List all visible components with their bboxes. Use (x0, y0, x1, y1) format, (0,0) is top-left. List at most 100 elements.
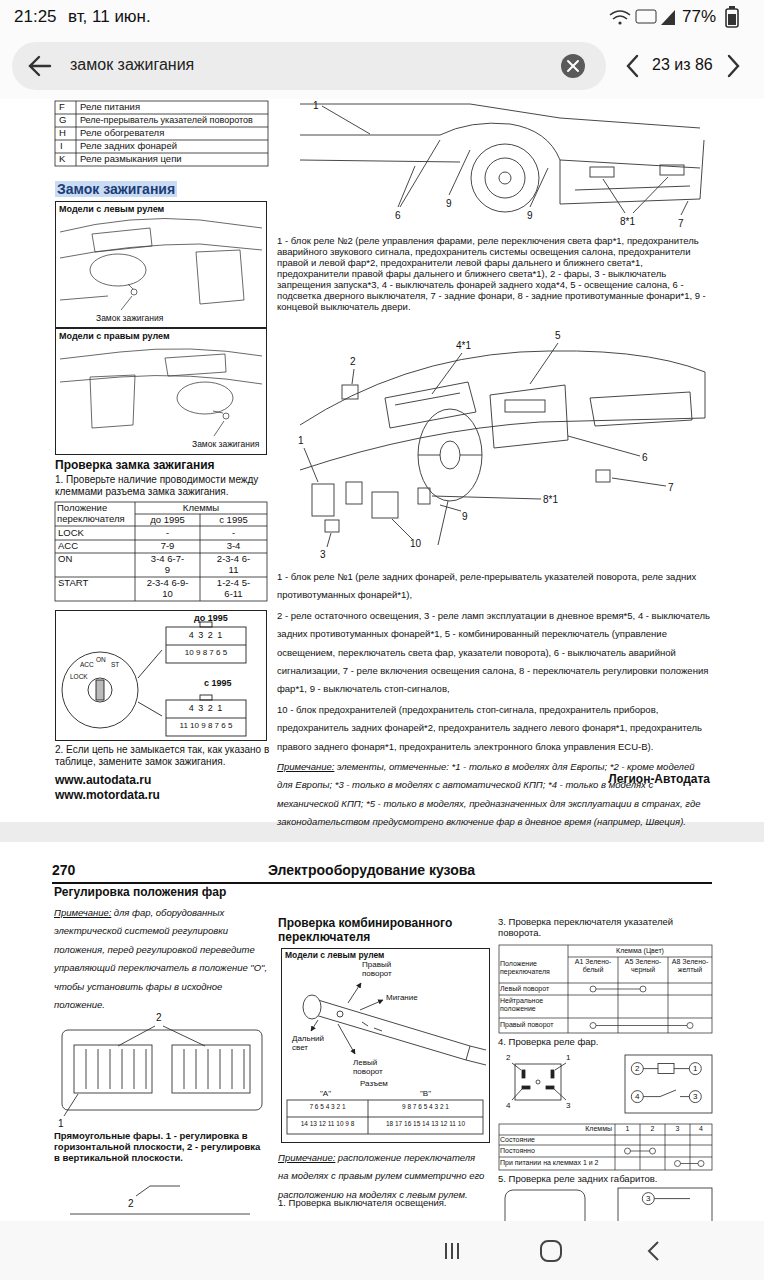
callout-number: 2 (350, 356, 356, 368)
panel-heading: до 1995 (194, 613, 228, 623)
dashboard-illustration-part (418, 409, 482, 501)
dashboard-illustration-part (490, 385, 568, 448)
table-cell: K (59, 154, 65, 165)
vehicle-rear-illustration-part (449, 150, 470, 195)
status-date: вт, 11 июн. (68, 7, 151, 27)
note-label: Примечание: (54, 907, 111, 918)
connector-name: "B" (420, 1089, 431, 1098)
table-cell: Нейтральное положение (500, 997, 566, 1013)
dashboard-sketch-left-hand-part (60, 219, 262, 233)
panel-label: Замок зажигания (192, 440, 259, 450)
callout-number: 9 (462, 511, 468, 523)
body-text: 2. Если цепь не замыкается так, как указ… (55, 744, 270, 767)
section-heading: Проверка комбинированного переключателя (278, 917, 488, 945)
relay-table-grid-part (55, 101, 268, 166)
status-time: 21:25 (14, 7, 57, 27)
callout-number: 6 (642, 452, 648, 464)
headlight-illustration-part (64, 1094, 78, 1116)
pin-numbers: 11 10 9 8 7 6 5 (168, 721, 244, 730)
search-toolbar (12, 42, 738, 90)
status-icons-part (636, 10, 656, 23)
callout-number: 1 (298, 435, 304, 447)
table-cell: Клеммы (135, 503, 267, 514)
vehicle-rear-illustration-part (530, 168, 548, 207)
dashboard-sketch-right-hand (60, 349, 262, 436)
pin-numbers: 14 13 12 11 10 9 8 (289, 1120, 366, 1127)
table-cell: ACC (58, 541, 78, 552)
page-number: 270 (52, 862, 75, 878)
connector-name: "A" (320, 1089, 331, 1098)
text-column: 1 - блок реле №1 (реле задних фонарей, р… (277, 566, 712, 831)
combination-switch-illustration-part (312, 1000, 470, 1060)
headlight-illustration-part (74, 1045, 152, 1093)
body-text: 3. Проверка переключателя указателей пов… (498, 917, 712, 939)
status-icons-part (726, 9, 738, 27)
ignition-table-grid-part (55, 502, 267, 601)
dashboard-illustration-part (440, 441, 460, 469)
panel-heading: замок зажигания (70, 56, 194, 74)
dashboard-illustration (300, 343, 705, 547)
relay-sketch-part (643, 1090, 689, 1097)
relay-sketch-part (546, 1086, 554, 1089)
vehicle-rear-illustration-part (398, 140, 440, 207)
table-cell: Клемма (Цвет) (568, 947, 712, 955)
callout-number: 2 (156, 1012, 162, 1024)
panel-heading: Модели с правым рулем (59, 331, 170, 341)
text-column: Примечание:для фар, оборудованных электр… (54, 902, 268, 1014)
table-cell: 3-4 (200, 541, 267, 552)
callout-number: 7 (678, 218, 684, 230)
direction-label: Левый поворот (353, 1058, 393, 1076)
relay-table-grid-part (55, 101, 268, 166)
relay-sketch-part (625, 1055, 712, 1113)
table-cell: Состояние (500, 1136, 535, 1144)
website: www.autodata.ru (55, 774, 151, 788)
connector-title: Разъем (360, 1079, 388, 1088)
table-cell: G (59, 115, 66, 126)
relay-table-grid-part (681, 1163, 699, 1164)
figure-caption: 1 - блок реле №1 (реле задних фонарей, р… (277, 571, 696, 600)
search-toolbar-part (628, 56, 738, 76)
table-cell: 7-9 (135, 541, 200, 552)
table-cell: - (135, 528, 200, 539)
relay-table-grid-part (698, 1161, 704, 1167)
table-cell: 2-3-4 6-9-10 (146, 578, 189, 600)
direction-label: Правый поворот (362, 960, 402, 978)
screen-background-part (0, 0, 764, 99)
turn-switch-table-grid-part (590, 1023, 596, 1029)
headlight-illustration-part (62, 1030, 262, 1110)
table-cell: Положение переключателя (500, 960, 566, 976)
headlight-illustration-part (86, 1049, 146, 1089)
relay-table-grid-part (631, 1151, 650, 1152)
search-toolbar-part (30, 57, 50, 75)
panel-label: Замок зажигания (96, 314, 163, 324)
dashboard-illustration-part (392, 519, 412, 539)
relay-table-grid-part (675, 1161, 681, 1167)
relay-sketch-part (536, 1080, 540, 1084)
note-label: Примечание: (277, 761, 334, 772)
turn-switch-table-grid-part (590, 986, 596, 992)
dashboard-illustration-part (312, 484, 334, 516)
table-cell: I (60, 141, 63, 152)
callout-number: 2 (128, 1198, 134, 1210)
relay-sketch-part (515, 1064, 561, 1100)
callout-number: 10 (410, 538, 421, 550)
dashboard-sketch-left-hand (60, 219, 262, 311)
dashboard-sketch-right-hand-part (165, 354, 226, 376)
navigation-bar-part (446, 1243, 458, 1259)
relay-sketch-part (643, 1068, 689, 1069)
pin-number: 4 (635, 1092, 639, 1101)
website: www.motordata.ru (55, 789, 160, 803)
vehicle-rear-illustration-part (499, 172, 511, 184)
ignition-connector-sketch-part (166, 700, 246, 736)
relay-sketch-part (689, 1063, 701, 1075)
note-text: элементы, отмеченные: *1 - только в моде… (277, 761, 700, 827)
dashboard-illustration-part (590, 392, 692, 426)
figure-caption: 10 - блок предохранителей (предохранител… (277, 704, 702, 752)
ignition-connector-sketch-part (88, 678, 112, 702)
pin-number: 3 (566, 1101, 570, 1110)
pin-numbers: 4 3 2 1 (168, 703, 244, 713)
callout-number: 7 (668, 482, 674, 494)
navigation-bar-part (649, 1242, 658, 1260)
table-cell: START (58, 578, 88, 589)
